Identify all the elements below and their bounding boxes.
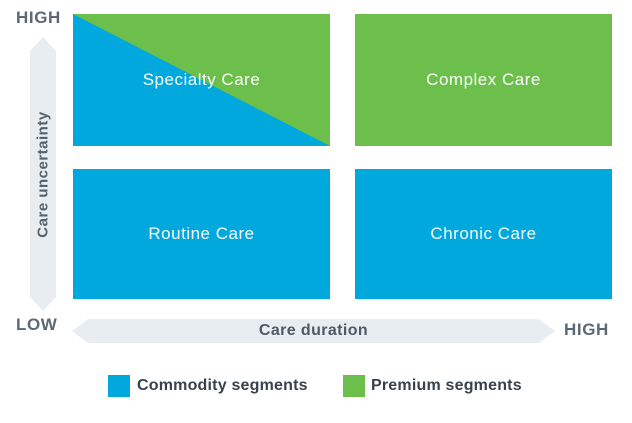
x-axis-title: Care duration — [258, 322, 369, 339]
x-axis-low-label: LOW — [16, 315, 58, 334]
x-axis-high-label: HIGH — [564, 320, 609, 339]
quadrant-label-complex-care: Complex Care — [426, 70, 541, 89]
y-axis-title: Care uncertainty — [34, 110, 52, 238]
quadrant-specialty-care: Specialty Care — [73, 14, 330, 146]
y-axis-arrow — [30, 37, 56, 311]
legend-label-premium: Premium segments — [371, 377, 522, 394]
premium-color-swatch — [343, 375, 365, 397]
x-axis-title-wrap: Care duration — [72, 319, 555, 343]
quadrant-label-specialty-care: Specialty Care — [142, 70, 261, 89]
legend-item-commodity: Commodity segments — [108, 375, 308, 397]
commodity-color-swatch — [108, 375, 130, 397]
quadrant-label-routine-care: Routine Care — [148, 224, 255, 243]
legend: Commodity segments Premium segments — [0, 375, 632, 397]
quadrant-label-chronic-care: Chronic Care — [430, 224, 537, 243]
x-axis-arrow — [72, 319, 555, 343]
quadrant-chronic-care: Chronic Care — [355, 169, 612, 299]
quadrant-complex-care: Complex Care — [355, 14, 612, 146]
legend-item-premium: Premium segments — [343, 375, 522, 397]
quadrant-routine-care: Routine Care — [73, 169, 330, 299]
y-axis-high-label: HIGH — [16, 8, 61, 27]
legend-label-commodity: Commodity segments — [137, 377, 308, 394]
y-axis-title-wrap: Care uncertainty — [30, 37, 56, 311]
